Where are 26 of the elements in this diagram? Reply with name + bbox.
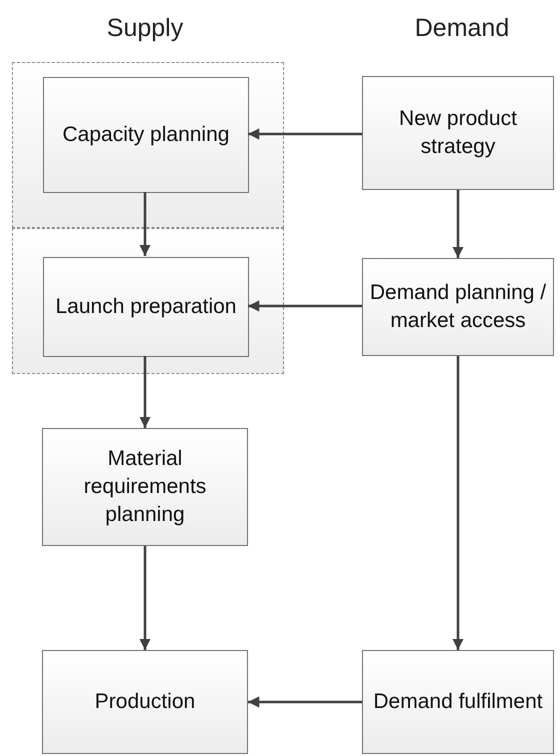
process-box (42, 428, 248, 546)
process-box (42, 650, 248, 754)
process-box (43, 77, 249, 193)
box-label: Production (94, 689, 196, 716)
process-box (43, 257, 249, 357)
arrow (248, 300, 362, 312)
box-label: Material requirements planning (82, 446, 208, 528)
column-heading: Supply (106, 14, 184, 43)
box-label: New product strategy (398, 106, 518, 160)
process-box (362, 650, 554, 754)
arrow (452, 356, 464, 650)
arrow (139, 546, 151, 650)
arrow (248, 696, 362, 708)
arrow (139, 356, 151, 428)
box-label: Capacity planning (62, 122, 230, 148)
dashed-group-box (12, 62, 284, 228)
box-label: Demand planning / market access (368, 280, 548, 334)
box-label: Demand fulfilment (373, 689, 543, 716)
arrow (139, 192, 151, 256)
process-box (362, 76, 554, 190)
box-label: Launch preparation (56, 294, 236, 320)
column-heading: Demand (414, 14, 510, 43)
arrow (452, 190, 464, 258)
arrow (248, 128, 362, 140)
dashed-group-box (12, 228, 284, 374)
process-box (362, 258, 554, 356)
